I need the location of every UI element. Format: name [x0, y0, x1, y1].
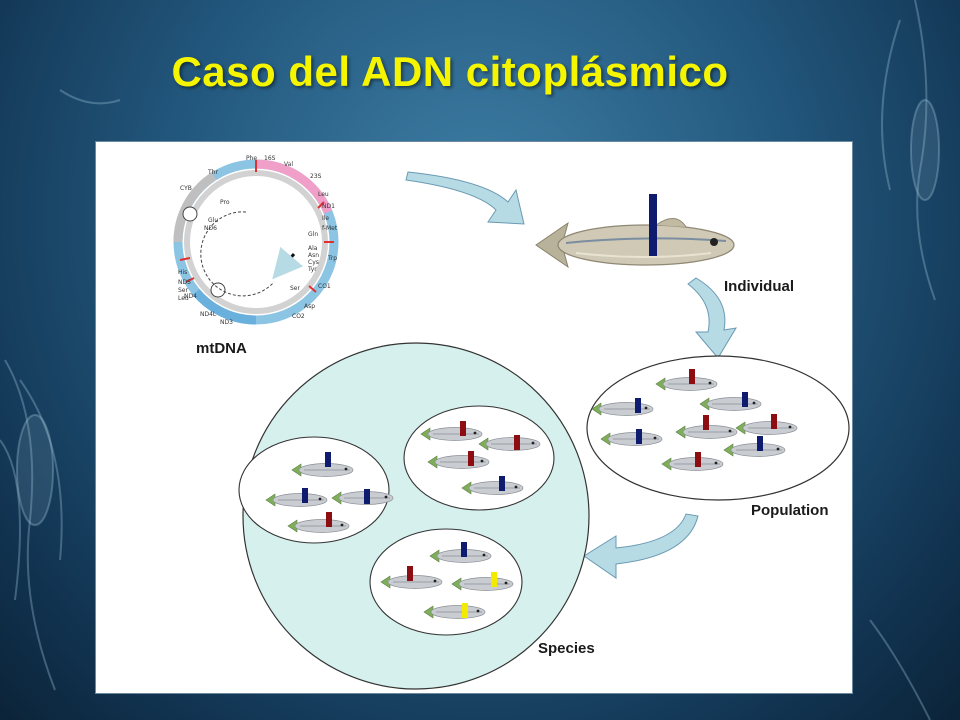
gene-label: CYB — [180, 185, 192, 192]
arrow-to-species — [583, 513, 699, 579]
slide-title: Caso del ADN citoplásmico — [171, 48, 729, 95]
gene-label: Ser — [290, 285, 301, 292]
gene-label: Val — [284, 161, 293, 168]
gene-label: Gln — [308, 231, 318, 238]
gene-label: ND4L — [200, 311, 217, 318]
gene-label: ND5 — [178, 279, 191, 286]
gene-label: ND1 — [322, 203, 335, 210]
gene-label: Leu — [318, 191, 329, 198]
individual-label: Individual — [724, 278, 795, 295]
mtdna-genome-map: Phe 16S Val 23S Leu ND1 Ile f-Met Gln Tr… — [173, 155, 339, 328]
gene-label: Trp — [327, 255, 337, 262]
gene-label: Ile — [322, 215, 329, 222]
gene-label: His — [178, 269, 187, 276]
diagram-panel: Phe 16S Val 23S Leu ND1 Ile f-Met Gln Tr… — [95, 141, 853, 694]
gene-label: ND4 — [184, 293, 197, 300]
gene-label: Cys — [308, 259, 319, 266]
gene-label: CO2 — [292, 313, 305, 320]
population-label: Population — [751, 502, 829, 519]
gene-label: Glu — [208, 217, 218, 224]
individual-haplotype-marker — [649, 194, 657, 256]
gene-label: Asn — [308, 252, 319, 259]
population-group — [586, 355, 850, 501]
gene-label: Phe — [246, 155, 257, 162]
mtdna-label: mtDNA — [196, 340, 247, 357]
gene-label: Thr — [207, 169, 218, 176]
gene-label: Leu — [178, 295, 189, 302]
gene-label: Asp — [304, 303, 315, 310]
individual-fish — [535, 217, 735, 268]
gene-label: 16S — [264, 155, 276, 162]
gene-label: ND3 — [220, 319, 233, 326]
arrow-to-individual — [405, 171, 525, 225]
gene-label: Pro — [220, 199, 230, 206]
species-label: Species — [538, 640, 595, 657]
gene-label: f-Met — [322, 225, 338, 232]
gene-label: CO1 — [318, 283, 331, 290]
arrow-to-population — [687, 277, 737, 359]
gene-label: Tyr — [307, 266, 317, 273]
gene-label: Ser — [178, 287, 189, 294]
gene-label: Ala — [308, 245, 318, 252]
gene-label: 23S — [310, 173, 322, 180]
gene-label: ND6 — [204, 225, 217, 232]
species-group — [238, 342, 590, 690]
diagram-canvas: Phe 16S Val 23S Leu ND1 Ile f-Met Gln Tr… — [173, 155, 850, 690]
